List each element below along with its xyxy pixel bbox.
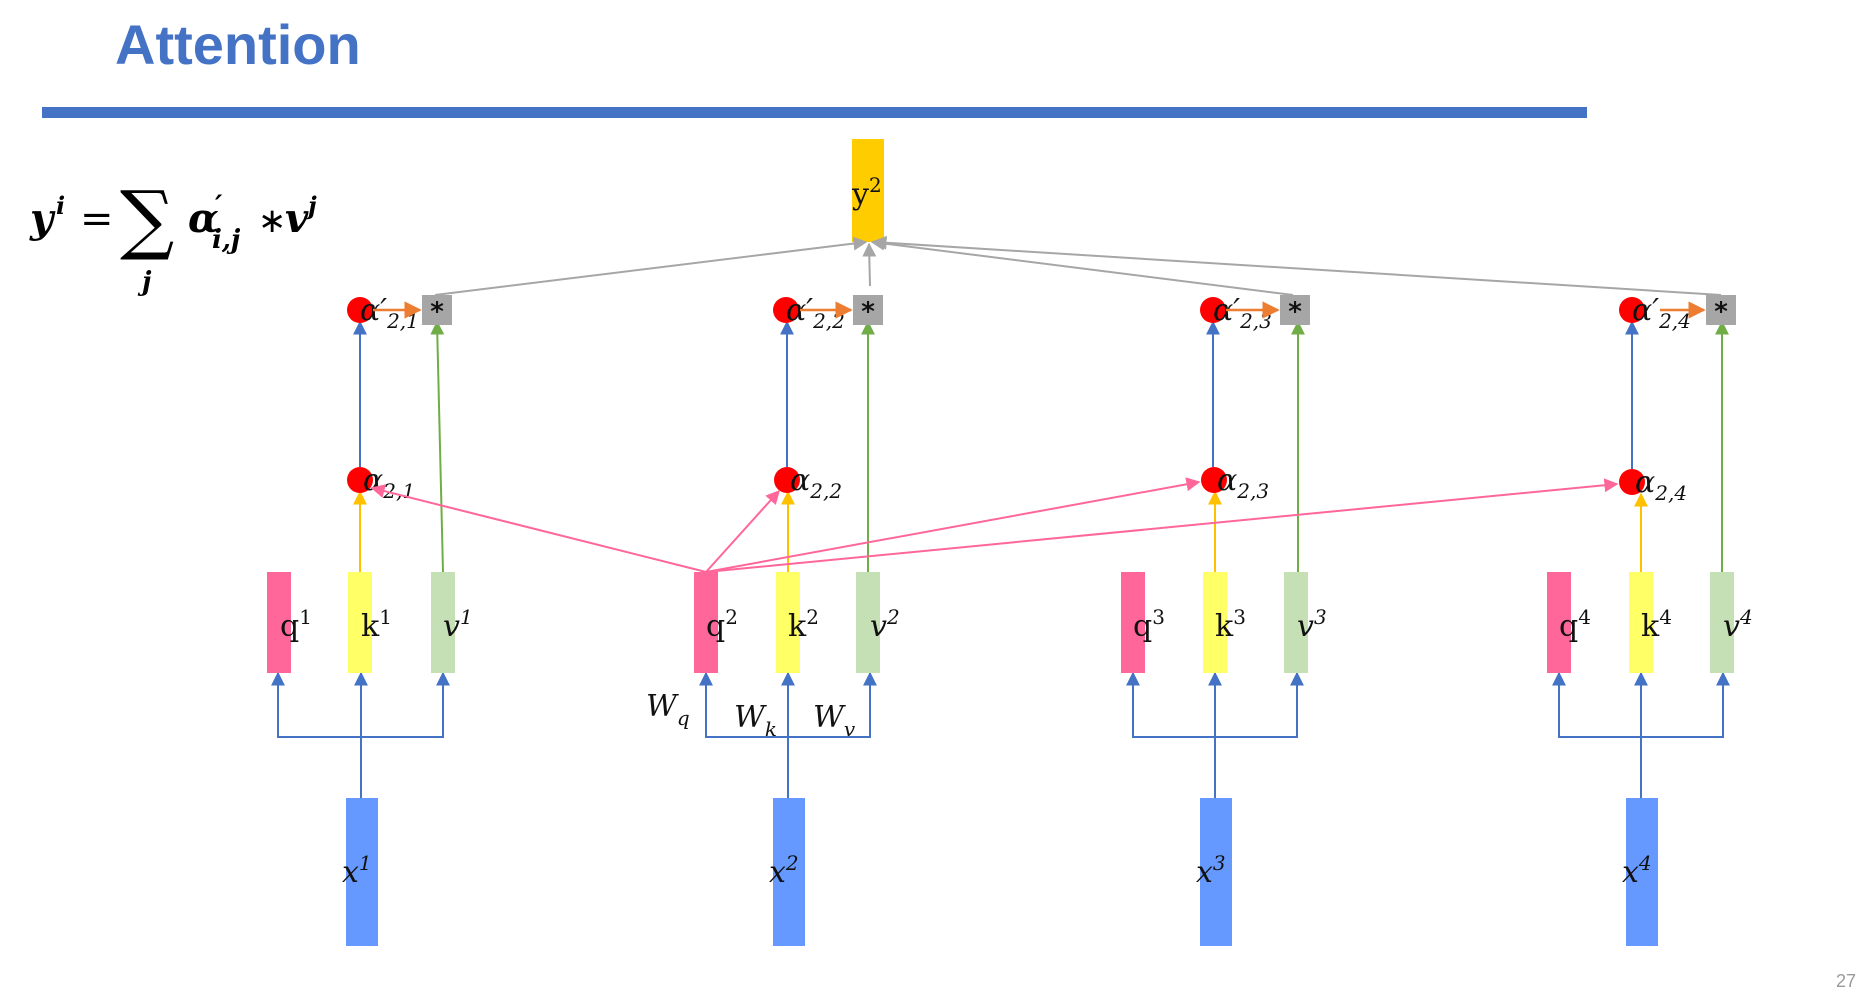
alpha-prime-dot <box>773 297 799 323</box>
summation-formula: y i = ∑ j α ′ i,j ∗ v j <box>29 174 317 297</box>
v-label: v3 <box>1297 605 1327 644</box>
column-3: x3 q3 k3 v3 α2,3 α′2,3 * <box>1121 293 1327 946</box>
multiply-box <box>853 295 883 325</box>
alpha-prime-label: α′2,2 <box>786 293 845 333</box>
multiply-symbol: * <box>1288 297 1302 327</box>
alpha-prime-label: α′2,1 <box>360 293 419 333</box>
multiply-symbol: * <box>861 297 875 327</box>
q-block <box>1547 572 1571 673</box>
alpha-dot <box>347 467 373 493</box>
q-label: q4 <box>1559 605 1591 644</box>
x-block <box>1200 798 1232 946</box>
x-block <box>773 798 805 946</box>
title-divider <box>42 107 1587 118</box>
formula-alpha: α <box>188 195 219 242</box>
k-label: k3 <box>1215 605 1246 644</box>
alpha-dot <box>1619 469 1645 495</box>
alpha-prime-dot <box>347 297 373 323</box>
k-label: k4 <box>1641 605 1672 644</box>
alpha-dot <box>774 467 800 493</box>
slide-title: Attention <box>115 13 361 76</box>
alpha-label: α2,2 <box>790 463 842 503</box>
q-block <box>267 572 291 673</box>
column-1: x1 q1 k1 v1 α2,1 α′2,1 * <box>267 293 473 946</box>
v-block <box>1710 572 1734 673</box>
k-label: k1 <box>361 605 392 644</box>
multiply-box <box>1280 295 1310 325</box>
alpha-prime-label: α′2,3 <box>1213 293 1272 333</box>
multiply-box <box>1706 295 1736 325</box>
x-label: x1 <box>342 851 372 890</box>
formula-lhs: y <box>29 195 56 242</box>
formula-times: ∗ <box>258 201 287 241</box>
v-block <box>1284 572 1308 673</box>
query-attention-lines <box>370 477 1619 573</box>
column-2: x2 q2 k2 v2 α2,2 α′2,2 * Wq <box>646 293 900 946</box>
k-block <box>1629 572 1653 673</box>
q-label: q2 <box>706 605 738 644</box>
page-number: 27 <box>1835 971 1856 991</box>
k-block <box>1203 572 1227 673</box>
x-label: x4 <box>1622 851 1652 890</box>
v-label: v1 <box>443 605 473 644</box>
alpha-dot <box>1201 467 1227 493</box>
sum-index: j <box>137 267 152 297</box>
output-connections <box>434 235 1722 296</box>
x-block <box>346 798 378 946</box>
k-block <box>776 572 800 673</box>
x-label: x3 <box>1196 851 1226 890</box>
weight-k-label: Wk <box>734 700 777 741</box>
alpha-label: α2,4 <box>1635 465 1687 505</box>
q-label: q3 <box>1133 605 1165 644</box>
weight-q-label: Wq <box>646 689 690 730</box>
x-label: x2 <box>769 851 799 890</box>
v-label: v4 <box>1723 605 1753 644</box>
v-block <box>856 572 880 673</box>
formula-alpha-sub: i,j <box>212 225 241 255</box>
v-label: v2 <box>870 605 900 644</box>
weight-v-label: Wv <box>813 700 856 741</box>
formula-lhs-sup: i <box>56 191 65 220</box>
formula-v-sup: j <box>304 191 317 220</box>
formula-alpha-prime: ′ <box>215 189 223 222</box>
multiply-box <box>422 295 452 325</box>
formula-v: v <box>285 195 309 242</box>
alpha-prime-dot <box>1619 297 1645 323</box>
k-block <box>348 572 372 673</box>
x-block <box>1626 798 1658 946</box>
formula-equals: = <box>80 196 114 242</box>
multiply-symbol: * <box>430 297 444 327</box>
q-block <box>694 572 718 673</box>
multiply-symbol: * <box>1714 297 1728 327</box>
q-block <box>1121 572 1145 673</box>
q-label: q1 <box>280 605 312 644</box>
alpha-prime-dot <box>1200 297 1226 323</box>
column-4: x4 q4 k4 v4 α2,4 α′2,4 * <box>1547 293 1753 946</box>
alpha-label: α2,3 <box>1217 463 1269 503</box>
k-label: k2 <box>788 605 819 644</box>
y-output-label: y2 <box>851 173 882 212</box>
sum-symbol: ∑ <box>120 174 174 263</box>
y-output-block <box>852 139 884 242</box>
v-block <box>431 572 455 673</box>
alpha-prime-label: α′2,4 <box>1632 293 1691 333</box>
